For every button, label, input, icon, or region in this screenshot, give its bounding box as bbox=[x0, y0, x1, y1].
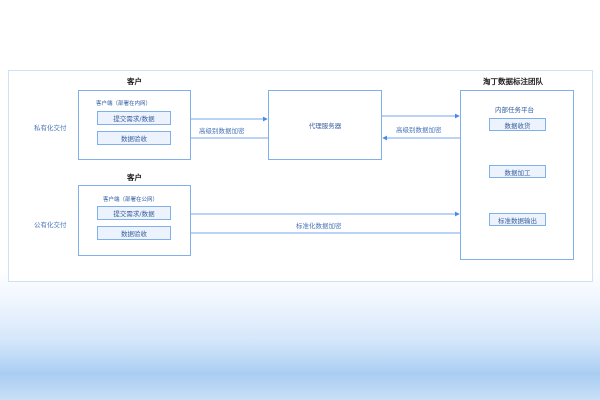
data-acceptance-button[interactable]: 数据验收 bbox=[97, 131, 171, 145]
link-label: 标准化数据加密 bbox=[296, 222, 342, 230]
step-process: 数据加工 bbox=[489, 165, 546, 178]
customer-title: 客户 bbox=[127, 77, 142, 86]
platform-label: 内部任务平台 bbox=[495, 106, 534, 114]
team-title: 淘丁数据标注团队 bbox=[483, 77, 543, 86]
link-label: 高级别数据加密 bbox=[199, 127, 245, 135]
data-acceptance-button[interactable]: 数据验收 bbox=[97, 226, 171, 240]
customer-private-box bbox=[78, 90, 191, 160]
submit-request-button[interactable]: 提交需求/数据 bbox=[97, 111, 171, 125]
link-label: 高级别数据加密 bbox=[396, 126, 442, 134]
step-receive: 数据收货 bbox=[489, 118, 546, 131]
customer-public-box bbox=[78, 185, 191, 256]
submit-request-button[interactable]: 提交需求/数据 bbox=[97, 206, 171, 220]
customer-title: 客户 bbox=[127, 173, 142, 182]
proxy-server-box: 代理服务器 bbox=[268, 90, 382, 160]
row-label-public: 公有化交付 bbox=[34, 221, 67, 229]
row-label-private: 私有化交付 bbox=[34, 124, 67, 132]
step-output: 标准数据输出 bbox=[489, 213, 546, 226]
client-subtitle: 客户端（部署在公网） bbox=[103, 197, 159, 203]
client-subtitle: 客户端（部署在内网） bbox=[96, 101, 152, 107]
background-landscape bbox=[0, 270, 600, 400]
